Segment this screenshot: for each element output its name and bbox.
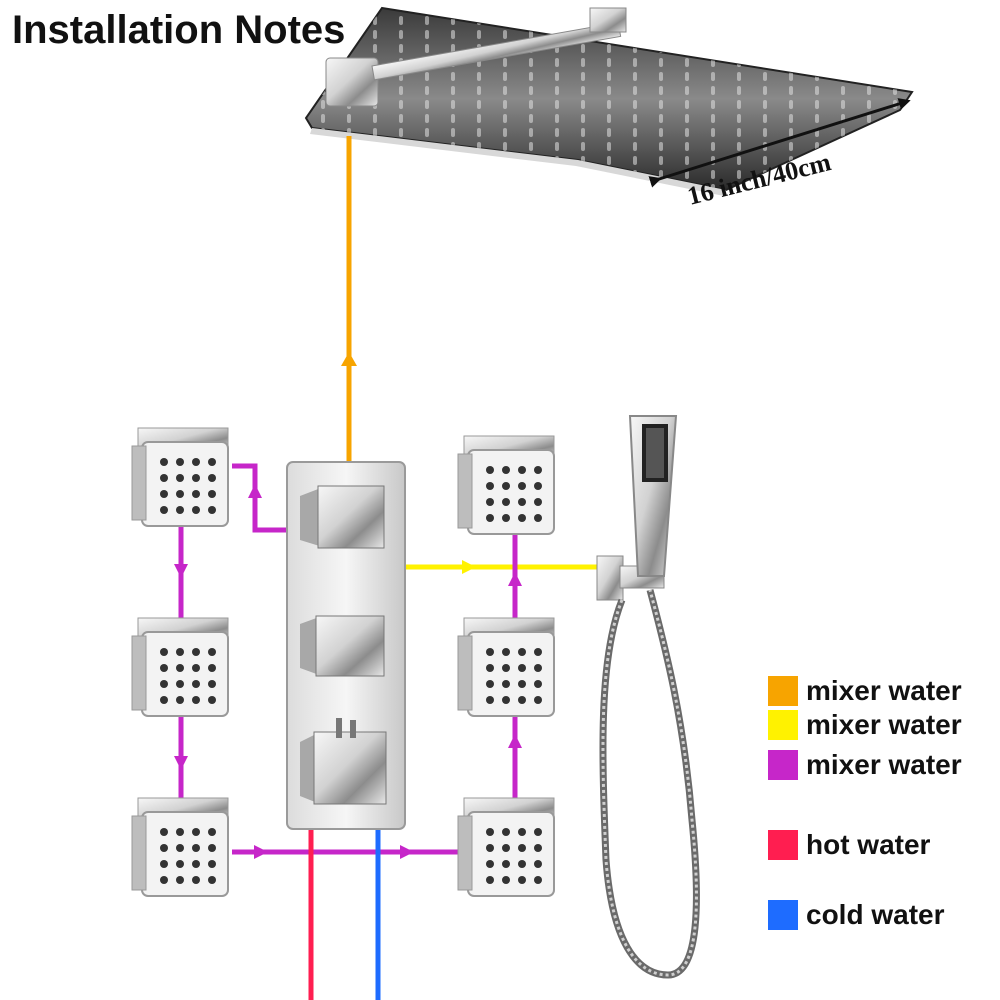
dimension-arrow [648, 98, 911, 188]
legend-label: mixer water [806, 749, 962, 780]
shower-arm [325, 7, 627, 107]
legend-item: mixer water [768, 709, 962, 740]
body-jet [131, 797, 229, 897]
legend-swatch-blue [768, 900, 798, 930]
diverter-handle-top [300, 485, 385, 549]
legend-item: mixer water [768, 749, 962, 780]
legend-label: hot water [806, 829, 931, 860]
body-jet [131, 427, 229, 527]
page-title: Installation Notes [12, 8, 346, 52]
body-jet [457, 797, 555, 897]
thermostat-handle [300, 718, 387, 805]
legend-swatch-orange [768, 676, 798, 706]
purple-arrows [174, 484, 522, 859]
body-jet [457, 617, 555, 717]
legend-label: mixer water [806, 675, 962, 706]
diverter-handle-middle [300, 615, 385, 677]
thermostatic-valve-panel [286, 461, 406, 830]
body-jet [131, 617, 229, 717]
legend-swatch-purple [768, 750, 798, 780]
shower-hose [599, 589, 700, 979]
legend-swatch-yellow [768, 710, 798, 740]
orange-pipe [341, 136, 357, 465]
body-jet [457, 435, 555, 535]
handheld-shower [596, 415, 700, 979]
yellow-pipe [404, 560, 602, 574]
legend-item: cold water [768, 899, 945, 930]
legend-swatch-red [768, 830, 798, 860]
legend-label: mixer water [806, 709, 962, 740]
legend-item: hot water [768, 829, 931, 860]
legend-label: cold water [806, 899, 945, 930]
legend-item: mixer water [768, 675, 962, 706]
